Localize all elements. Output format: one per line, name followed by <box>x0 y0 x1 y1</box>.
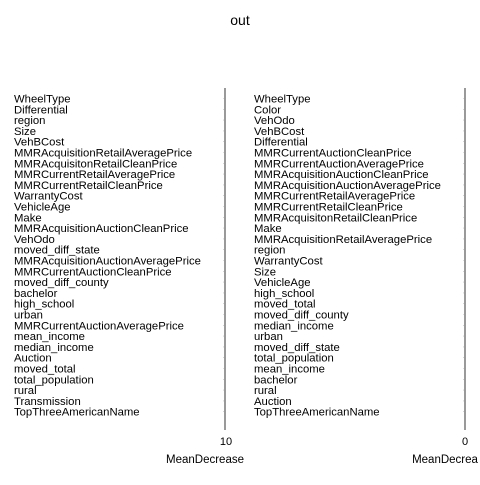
variable-label: MMRCurrentAuctionCleanPrice <box>254 148 412 160</box>
variable-label: WheelType <box>14 94 71 106</box>
variable-label: MMRCurrentRetailCleanPrice <box>14 180 163 192</box>
variable-label: moved_total <box>14 364 76 376</box>
variable-label: moved_diff_county <box>14 277 109 289</box>
variable-label: TopThreeAmericanName <box>254 407 380 419</box>
chart-title: out <box>230 12 250 28</box>
variable-label: moved_diff_state <box>14 245 100 257</box>
variable-label: total_population <box>254 353 334 365</box>
variable-label: moved_total <box>254 299 316 311</box>
variable-label: VehBCost <box>14 137 65 149</box>
variable-label: median_income <box>14 342 94 354</box>
variable-label: MMRCurrentRetailAveragePrice <box>254 191 415 203</box>
variable-label: Auction <box>254 396 292 408</box>
variable-label: mean_income <box>254 364 325 376</box>
variable-label: high_school <box>254 288 314 300</box>
variable-label: region <box>254 245 285 257</box>
variable-label: MMRAcquisitionAuctionAveragePrice <box>14 256 201 268</box>
variable-label: MMRCurrentRetailAveragePrice <box>14 169 175 181</box>
variable-label: rural <box>254 385 277 397</box>
variable-label: MMRAcquisitionAuctionCleanPrice <box>254 169 429 181</box>
variable-label: WarrantyCost <box>254 256 323 268</box>
variable-label: MMRCurrentAuctionCleanPrice <box>14 266 172 278</box>
variable-label: VehicleAge <box>14 202 71 214</box>
variable-label: VehOdo <box>14 234 55 246</box>
variable-label: WheelType <box>254 94 311 106</box>
variable-label: MMRCurrentRetailCleanPrice <box>254 202 403 214</box>
x-tick-label: 0 <box>462 436 468 448</box>
variable-label: median_income <box>254 320 334 332</box>
x-axis-label: MeanDecrea <box>412 454 478 466</box>
variable-label: Color <box>254 104 281 116</box>
variable-label: MMRAcquisitionAuctionCleanPrice <box>14 223 189 235</box>
variable-label: TopThreeAmericanName <box>14 407 140 419</box>
variable-label: bachelor <box>14 288 58 300</box>
variable-label: bachelor <box>254 374 298 386</box>
x-axis-label: MeanDecrease <box>166 454 244 466</box>
variable-label: VehicleAge <box>254 277 311 289</box>
variable-label: urban <box>14 310 43 322</box>
variable-label: MMRAcquisitionAuctionAveragePrice <box>254 180 441 192</box>
variable-label: MMRAcquisitionRetailAveragePrice <box>14 148 192 160</box>
variable-label: Auction <box>14 353 52 365</box>
x-tick-label: 10 <box>220 436 232 448</box>
variable-label: WarrantyCost <box>14 191 83 203</box>
variable-label: Size <box>254 266 276 278</box>
variable-label: Differential <box>254 137 308 149</box>
variable-label: high_school <box>14 299 74 311</box>
variable-label: Make <box>14 212 42 224</box>
variable-label: MMRCurrentAuctionAveragePrice <box>14 320 184 332</box>
variable-label: MMRCurrentAuctionAveragePrice <box>254 158 424 170</box>
variable-label: VehOdo <box>254 115 295 127</box>
variable-label: MMRAcquisitonRetailCleanPrice <box>254 212 417 224</box>
variable-label: urban <box>254 331 283 343</box>
variable-label: rural <box>14 385 37 397</box>
variable-label: region <box>14 115 45 127</box>
variable-label: Differential <box>14 104 68 116</box>
variable-label: MMRAcquisitionRetailAveragePrice <box>254 234 432 246</box>
variable-label: Size <box>14 126 36 138</box>
variable-label: MMRAcquisitonRetailCleanPrice <box>14 158 177 170</box>
variable-label: total_population <box>14 374 94 386</box>
variable-label: Make <box>254 223 282 235</box>
variable-label: moved_diff_county <box>254 310 349 322</box>
variable-label: moved_diff_state <box>254 342 340 354</box>
variable-label: mean_income <box>14 331 85 343</box>
variable-label: VehBCost <box>254 126 305 138</box>
variable-label: Transmission <box>14 396 81 408</box>
